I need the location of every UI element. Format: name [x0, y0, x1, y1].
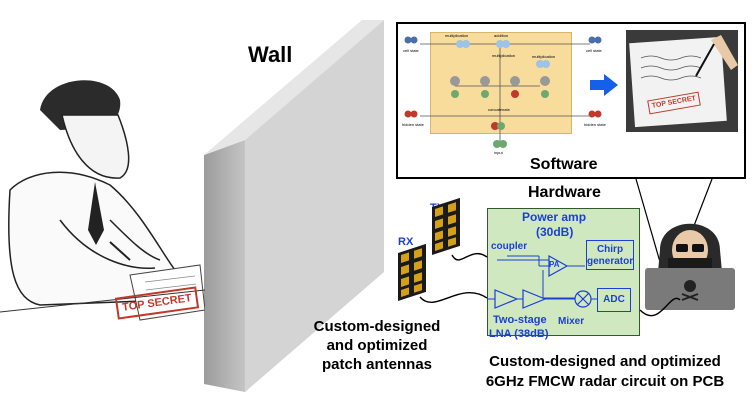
nn-label-concatenate: concatenate	[488, 107, 510, 112]
circuit-schematic	[487, 254, 597, 309]
adc-label: ADC	[603, 294, 625, 305]
nn-label-multiplication-1: multiplication	[445, 33, 469, 38]
nn-label-input: input	[494, 150, 503, 155]
lna-label-line2: LNA (38dB)	[489, 328, 549, 340]
patch-antennas	[398, 197, 488, 303]
hacker-illustration	[645, 223, 735, 310]
nn-label-hidden-out: hidden state	[584, 122, 606, 127]
antennas-caption-line3: patch antennas	[321, 356, 433, 373]
decoded-handwriting-photo: TOP SECRET	[626, 30, 738, 132]
hardware-label: Hardware	[528, 184, 601, 201]
nn-label-multiplication-2: multiplication	[492, 53, 516, 58]
power-amp-label: Power amp	[522, 210, 587, 224]
lna-label-line1: Two-stage	[493, 314, 547, 326]
adc-box: ADC	[597, 288, 631, 312]
lstm-diagram: multiplication addition multiplication m…	[400, 26, 613, 156]
software-label: Software	[530, 156, 598, 173]
power-amp-gain: (30dB)	[536, 225, 574, 239]
blue-right-arrow-icon	[590, 74, 618, 96]
nn-label-multiplication-3: multiplication	[532, 54, 556, 59]
chirp-generator-label: Chirp generator	[587, 244, 634, 267]
circuit-caption: Custom-designed and optimized 6GHz FMCW …	[460, 352, 750, 392]
antennas-caption: Custom-designed and optimized patch ante…	[302, 317, 452, 374]
lstm-connections	[404, 36, 602, 148]
nn-label-cell-state-in: cell state	[403, 48, 419, 53]
wall-label: Wall	[248, 42, 293, 67]
circuit-caption-line1: Custom-designed and optimized	[489, 353, 721, 370]
mixer-label: Mixer	[558, 316, 585, 327]
pa-label: PA	[549, 260, 560, 269]
antennas-caption-line1: Custom-designed	[313, 318, 441, 335]
coupler-label: coupler	[491, 241, 528, 252]
pcb-board	[487, 208, 640, 336]
photo-handwriting-lines	[640, 35, 738, 81]
circuit-caption-line2: 6GHz FMCW radar circuit on PCB	[485, 373, 725, 390]
chirp-generator-box: Chirp generator	[586, 240, 634, 270]
antennas-caption-line2: and optimized	[326, 337, 428, 354]
nn-label-hidden-in: hidden state	[402, 122, 424, 127]
nn-label-cell-state-out: cell state	[586, 48, 602, 53]
nn-label-addition: addition	[494, 33, 509, 38]
person-writing-illustration	[0, 80, 205, 321]
rx-label: RX	[398, 236, 414, 248]
